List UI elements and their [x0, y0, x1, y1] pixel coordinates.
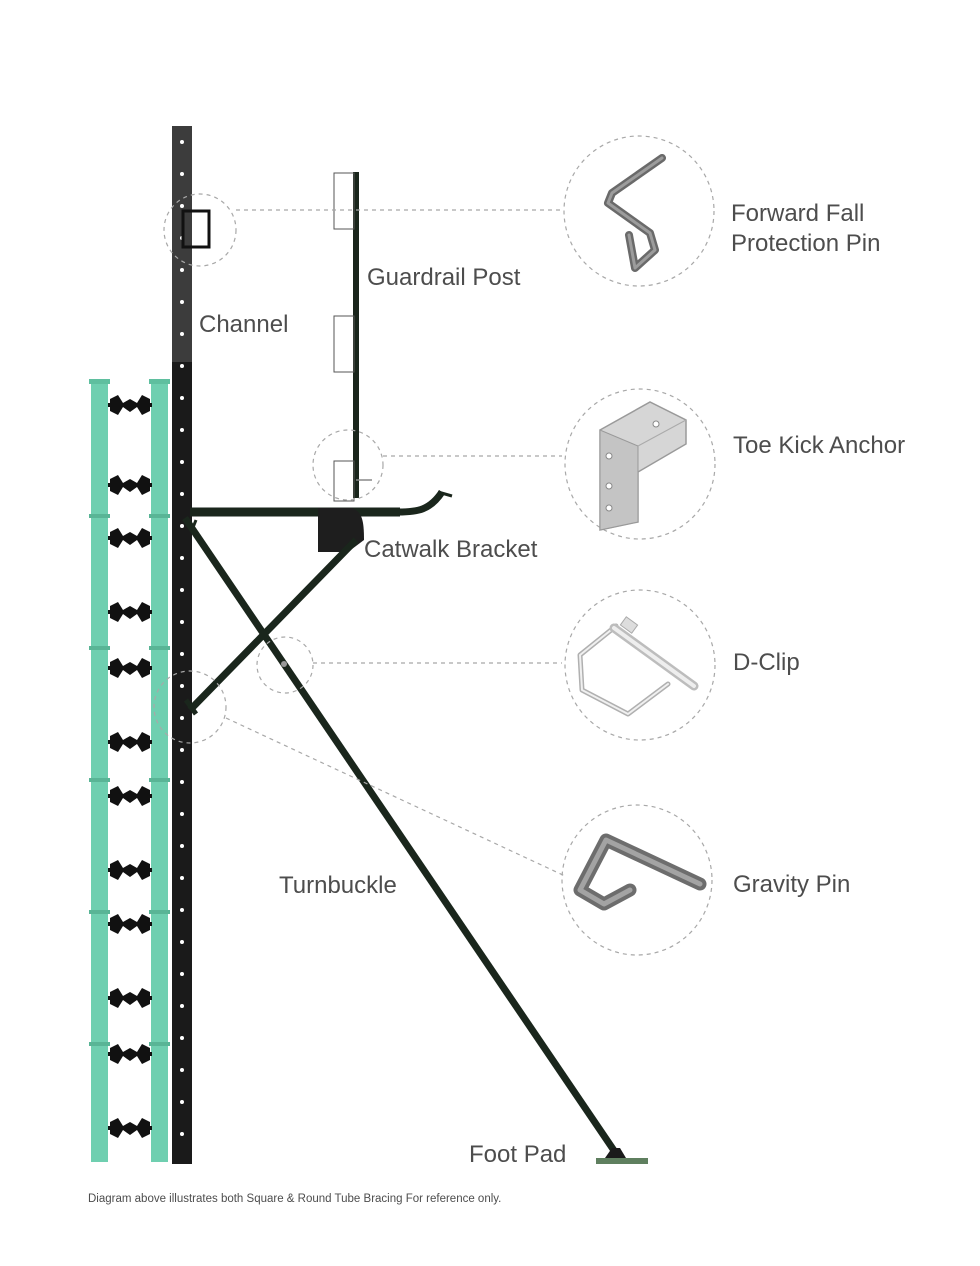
panel-joint: [89, 1042, 110, 1046]
gravity-pin-label: Gravity Pin: [733, 871, 850, 898]
detail-markers: [153, 193, 384, 744]
foot-pad: [596, 1148, 648, 1164]
channel-hole: [180, 460, 184, 464]
channel-hole: [180, 620, 184, 624]
channel-hole: [180, 812, 184, 816]
channel-hole: [180, 1132, 184, 1136]
callout-d-clip: [564, 589, 716, 741]
form-tie: [108, 395, 152, 415]
leader-lines: [225, 209, 566, 877]
channel-hole: [180, 204, 184, 208]
channel: [172, 126, 192, 1164]
form-tie: [108, 602, 152, 622]
panel-joint: [89, 646, 110, 650]
channel-hole: [180, 972, 184, 976]
panel-joint: [149, 778, 170, 782]
channel-hole: [180, 492, 184, 496]
channel-hole: [180, 908, 184, 912]
channel-hole: [180, 588, 184, 592]
callout-forward-fall-pin: [563, 135, 715, 287]
panel-joint: [149, 1042, 170, 1046]
footnote: Diagram above illustrates both Square & …: [88, 1193, 501, 1205]
channel-hole: [180, 748, 184, 752]
panel-joint: [149, 514, 170, 518]
form-tie: [108, 988, 152, 1008]
form-tie: [108, 860, 152, 880]
forward-fall-label-line2: Protection Pin: [731, 230, 880, 257]
callout-gravity-pin: [561, 804, 713, 956]
channel-hole: [180, 1100, 184, 1104]
panel-joint: [89, 778, 110, 782]
turnbuckle-brace: [182, 516, 618, 1154]
panel-joint: [149, 646, 170, 650]
form-tie: [108, 658, 152, 678]
channel-hole: [180, 876, 184, 880]
channel-hole: [180, 300, 184, 304]
guardrail-post: [333, 172, 359, 502]
channel-label: Channel: [199, 311, 288, 338]
channel-hole: [180, 364, 184, 368]
channel-hole: [180, 396, 184, 400]
channel-hole: [180, 940, 184, 944]
guardrail-post-label: Guardrail Post: [367, 264, 521, 291]
panel-joint: [149, 910, 170, 914]
catwalk-bracket-label: Catwalk Bracket: [364, 536, 538, 563]
form-tie: [108, 1118, 152, 1138]
channel-hole: [180, 684, 184, 688]
form-tie: [108, 732, 152, 752]
d-clip-icon: [577, 616, 699, 717]
turnbuckle-label: Turnbuckle: [279, 872, 397, 899]
foot-pad-label: Foot Pad: [469, 1141, 566, 1168]
d-clip-label: D-Clip: [733, 649, 800, 676]
form-tie: [108, 475, 152, 495]
panel-joint: [89, 514, 110, 518]
form-tie: [108, 1044, 152, 1064]
catwalk-bracket: [183, 489, 453, 716]
form-tie: [108, 528, 152, 548]
channel-hole: [180, 556, 184, 560]
channel-hole: [180, 172, 184, 176]
channel-hole: [180, 1036, 184, 1040]
form-tie: [108, 786, 152, 806]
forward-fall-label-line1: Forward Fall: [731, 200, 864, 227]
channel-hole: [180, 332, 184, 336]
channel-hole: [180, 716, 184, 720]
channel-hole: [180, 524, 184, 528]
hook-pin-icon: [573, 833, 707, 911]
channel-hole: [180, 1004, 184, 1008]
angle-bracket-icon: [599, 401, 687, 531]
channel-hole: [180, 268, 184, 272]
form-tie: [108, 914, 152, 934]
channel-hole: [180, 140, 184, 144]
channel-hole: [180, 844, 184, 848]
toe-kick-anchor-label: Toe Kick Anchor: [733, 432, 905, 459]
channel-hole: [180, 780, 184, 784]
channel-hole: [180, 428, 184, 432]
channel-hole: [180, 652, 184, 656]
formwork-panels: [89, 379, 170, 1162]
callout-toe-kick-anchor: [564, 388, 716, 540]
panel-joint: [89, 910, 110, 914]
bent-pin-icon: [604, 154, 666, 272]
channel-hole: [180, 1068, 184, 1072]
labels: Forward Fall Protection Pin Guardrail Po…: [88, 200, 905, 1205]
